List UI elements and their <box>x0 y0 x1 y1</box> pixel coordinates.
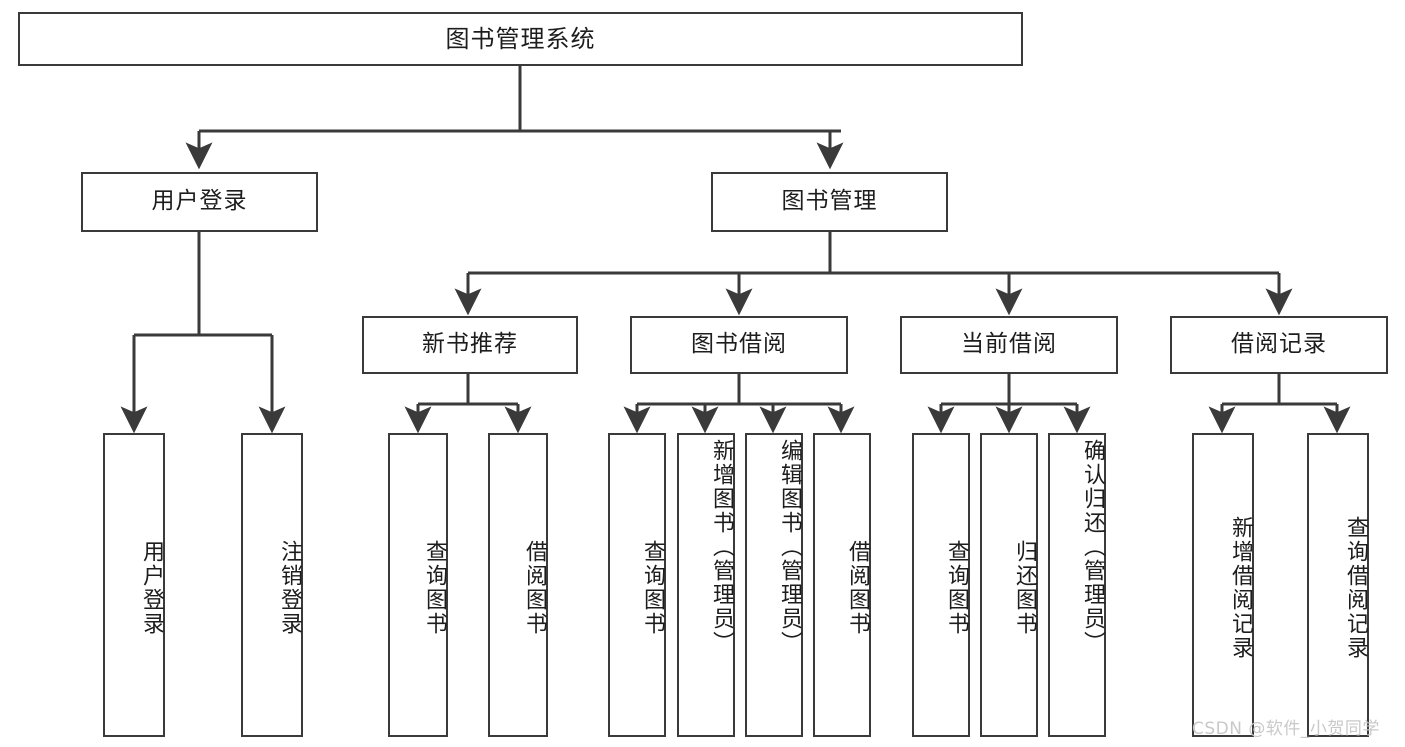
node-user-login[interactable]: 用户登录 <box>81 172 318 232</box>
leaf-edit-book-admin[interactable]: 编辑图书（管理员） <box>745 433 803 737</box>
leaf-add-book-admin[interactable]: 新增图书（管理员） <box>677 433 735 737</box>
leaf-borrow-book[interactable]: 借阅图书 <box>813 433 871 737</box>
leaf-user-login[interactable]: 用户登录 <box>103 433 165 737</box>
node-book-borrow[interactable]: 图书借阅 <box>630 316 848 374</box>
node-new-book-recommend[interactable]: 新书推荐 <box>362 316 578 374</box>
leaf-return-book[interactable]: 归还图书 <box>980 433 1038 737</box>
leaf-add-borrow-record[interactable]: 新增借阅记录 <box>1192 433 1254 737</box>
leaf-user-logout[interactable]: 注销登录 <box>241 433 303 737</box>
leaf-query-book-borrow[interactable]: 查询图书 <box>608 433 666 737</box>
node-current-borrow[interactable]: 当前借阅 <box>900 316 1118 374</box>
leaf-borrow-book-recommend[interactable]: 借阅图书 <box>488 433 548 737</box>
leaf-query-borrow-record[interactable]: 查询借阅记录 <box>1307 433 1369 737</box>
node-root-system[interactable]: 图书管理系统 <box>18 12 1023 66</box>
leaf-confirm-return-admin[interactable]: 确认归还（管理员） <box>1048 433 1106 737</box>
node-book-management[interactable]: 图书管理 <box>711 172 948 232</box>
csdn-watermark: CSDN @软件_小贺同学 <box>1192 719 1380 739</box>
leaf-query-book-current[interactable]: 查询图书 <box>912 433 970 737</box>
leaf-query-book-recommend[interactable]: 查询图书 <box>388 433 448 737</box>
node-borrow-records[interactable]: 借阅记录 <box>1170 316 1388 374</box>
